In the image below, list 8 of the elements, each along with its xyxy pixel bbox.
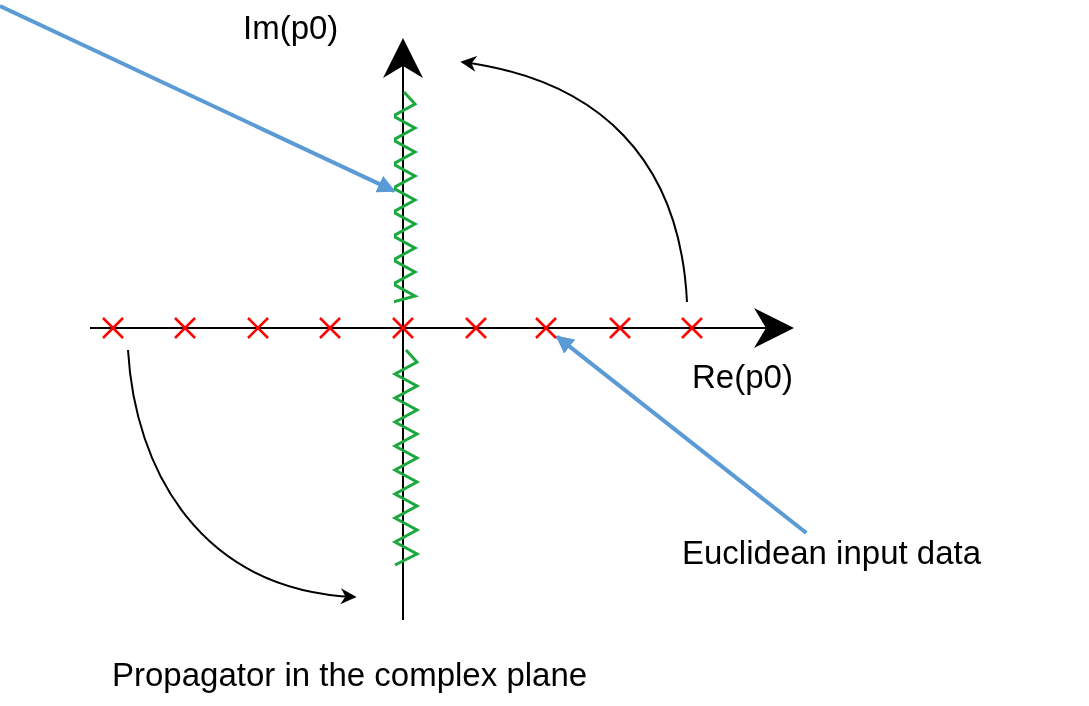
- branch-cut-line: [394, 90, 420, 304]
- annotation-text: Euclidean input data: [682, 533, 982, 573]
- leader-arrow: [0, 4, 396, 193]
- axis-label: Re(p0): [692, 357, 793, 397]
- leader-arrow: [555, 335, 808, 535]
- axis-label: Im(p0): [243, 8, 339, 48]
- caption: Propagator in the complex plane: [112, 655, 588, 695]
- pole-cross-mark: [535, 317, 557, 339]
